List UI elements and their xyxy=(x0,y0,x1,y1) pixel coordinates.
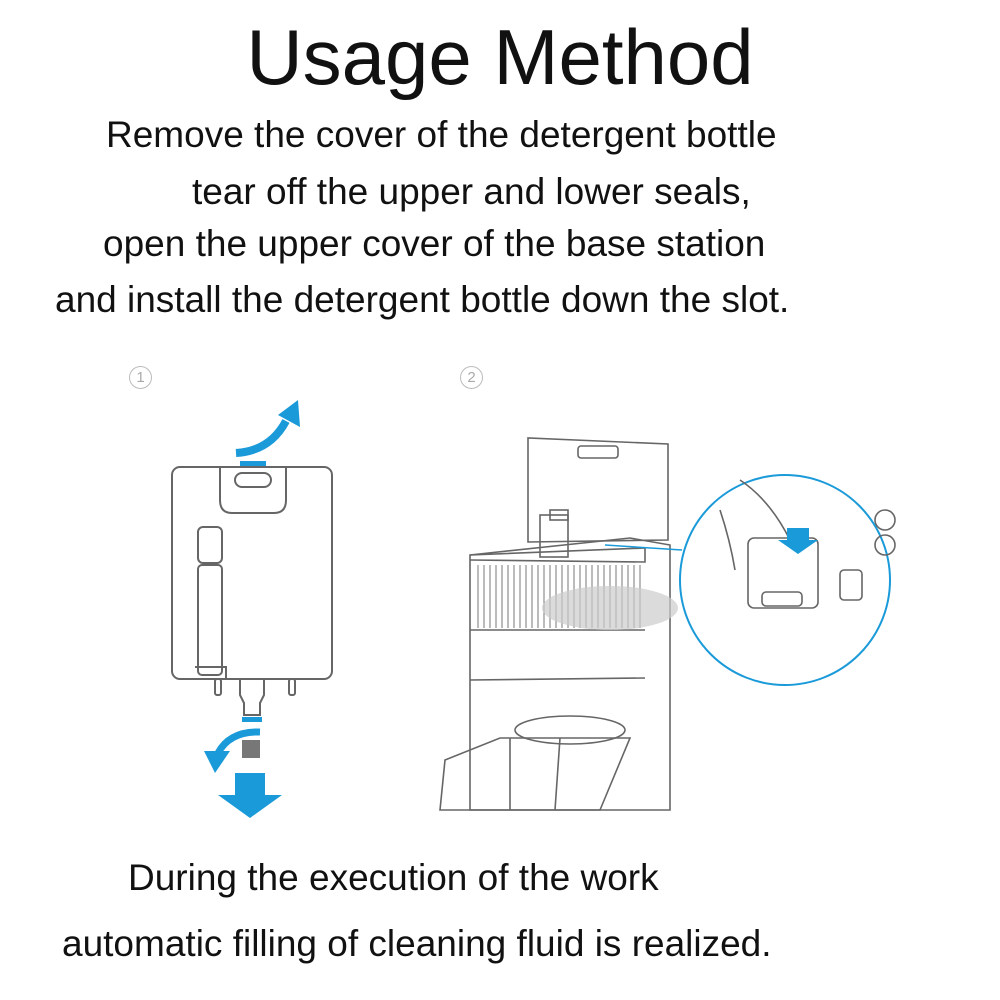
step-number-badge: 1 xyxy=(129,366,152,389)
instruction-line: tear off the upper and lower seals, xyxy=(192,171,751,212)
instruction-line: Remove the cover of the detergent bottle xyxy=(106,114,777,155)
step-number-badge: 2 xyxy=(460,366,483,389)
footer-line: automatic filling of cleaning fluid is r… xyxy=(62,923,772,964)
detergent-bottle-illustration xyxy=(171,400,333,818)
base-station-illustration xyxy=(439,437,896,811)
instruction-line: and install the detergent bottle down th… xyxy=(55,279,790,320)
curved-arrow-up-icon xyxy=(235,400,300,457)
page-title: Usage Method xyxy=(246,13,754,101)
arrow-down-icon xyxy=(778,528,818,554)
arrow-down-icon xyxy=(218,773,282,818)
instruction-line: open the upper cover of the base station xyxy=(103,223,766,264)
curved-arrow-down-icon xyxy=(204,728,261,773)
footer-line: During the execution of the work xyxy=(128,857,659,898)
